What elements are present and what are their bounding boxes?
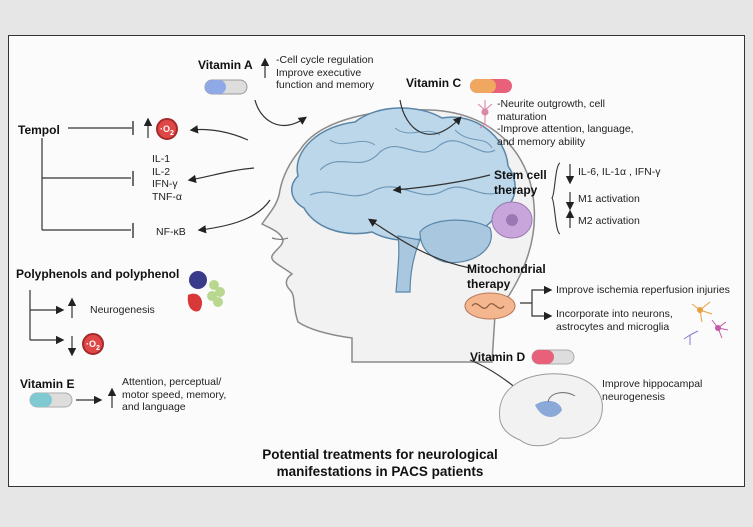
vitamin-a-title: Vitamin A [198,58,253,72]
effect-line: -Cell cycle regulation [276,54,374,66]
stem-cell-effect-2: M1 activation [578,193,640,205]
caption-line: manifestations in PACS patients [276,464,484,479]
caption-line: Potential treatments for neurological [262,447,498,462]
mitochondrial-effect-1: Improve ischemia reperfusion injuries [556,284,730,296]
polyphenols-effect: Neurogenesis [90,304,155,316]
vitamin-c-effects: -Neurite outgrowth, cell maturation -Imp… [497,98,634,148]
neuron-icon [477,100,493,129]
title-line: therapy [494,183,538,197]
superoxide-icon: ·O2 [156,118,178,140]
figure-caption: Potential treatments for neurological ma… [210,446,550,480]
nfkb-label: NF-κB [156,226,186,238]
stem-cell-title: Stem cell therapy [494,168,547,198]
effect-line: Improve hippocampal [602,378,703,390]
effect-line: astrocytes and microglia [556,320,670,333]
stem-cell-effect-1: IL-6, IL-1α , IFN-γ [578,166,661,178]
sagittal-brain-icon [499,373,603,447]
vitamin-c-title: Vitamin C [406,76,462,90]
cytokine-list: IL-1 IL-2 IFN-γ TNF-α [152,153,182,203]
effect-line: -Improve attention, language, [497,123,634,135]
vitamin-d-title: Vitamin D [470,350,526,364]
tempol-title: Tempol [18,123,60,137]
vitamin-e-capsule-icon [29,392,73,408]
cytokine-label: IL-2 [152,165,171,178]
glial-cells-icon [683,301,729,345]
effect-line: -Neurite outgrowth, cell [497,98,605,110]
mitochondrial-effect-2: Incorporate into neurons, astrocytes and… [556,308,673,333]
effect-line: function and memory [276,79,375,91]
title-line: Mitochondrial [467,262,546,276]
mitochondrial-title: Mitochondrial therapy [467,262,546,292]
vitamin-a-effects: -Cell cycle regulation Improve executive… [276,54,374,92]
vitamin-a-capsule-icon [204,79,248,95]
vitamin-d-capsule-icon [531,349,575,365]
title-line: Stem cell [494,168,547,182]
vitamin-c-capsule-icon [470,79,512,93]
title-line: therapy [467,277,511,291]
effect-line: Attention, perceptual/ [122,376,222,388]
effect-line: neurogenesis [602,390,666,403]
cerebellum [419,219,492,264]
effect-line: maturation [497,110,547,123]
superoxide-icon: ·O2 [82,333,104,355]
effect-line: and memory ability [497,135,586,148]
stem-cell-effect-3: M2 activation [578,215,640,227]
cytokine-label: IL-1 [152,153,171,165]
effect-line: Incorporate into neurons, [556,308,673,320]
vitamin-d-effects: Improve hippocampal neurogenesis [602,378,702,403]
effect-line: motor speed, memory, [122,388,227,401]
polyphenols-title: Polyphenols and polyphenol [16,267,180,281]
cytokine-label: TNF-α [152,190,182,203]
vitamin-e-effects: Attention, perceptual/ motor speed, memo… [122,376,226,414]
fruits-icon [187,271,225,312]
effect-line: and language [122,401,186,413]
effect-line: Improve executive [276,66,362,79]
mitochondria-icon [464,292,516,320]
stem-cell-icon [491,201,533,239]
vitamin-e-title: Vitamin E [20,377,75,391]
cytokine-label: IFN-γ [152,178,178,190]
